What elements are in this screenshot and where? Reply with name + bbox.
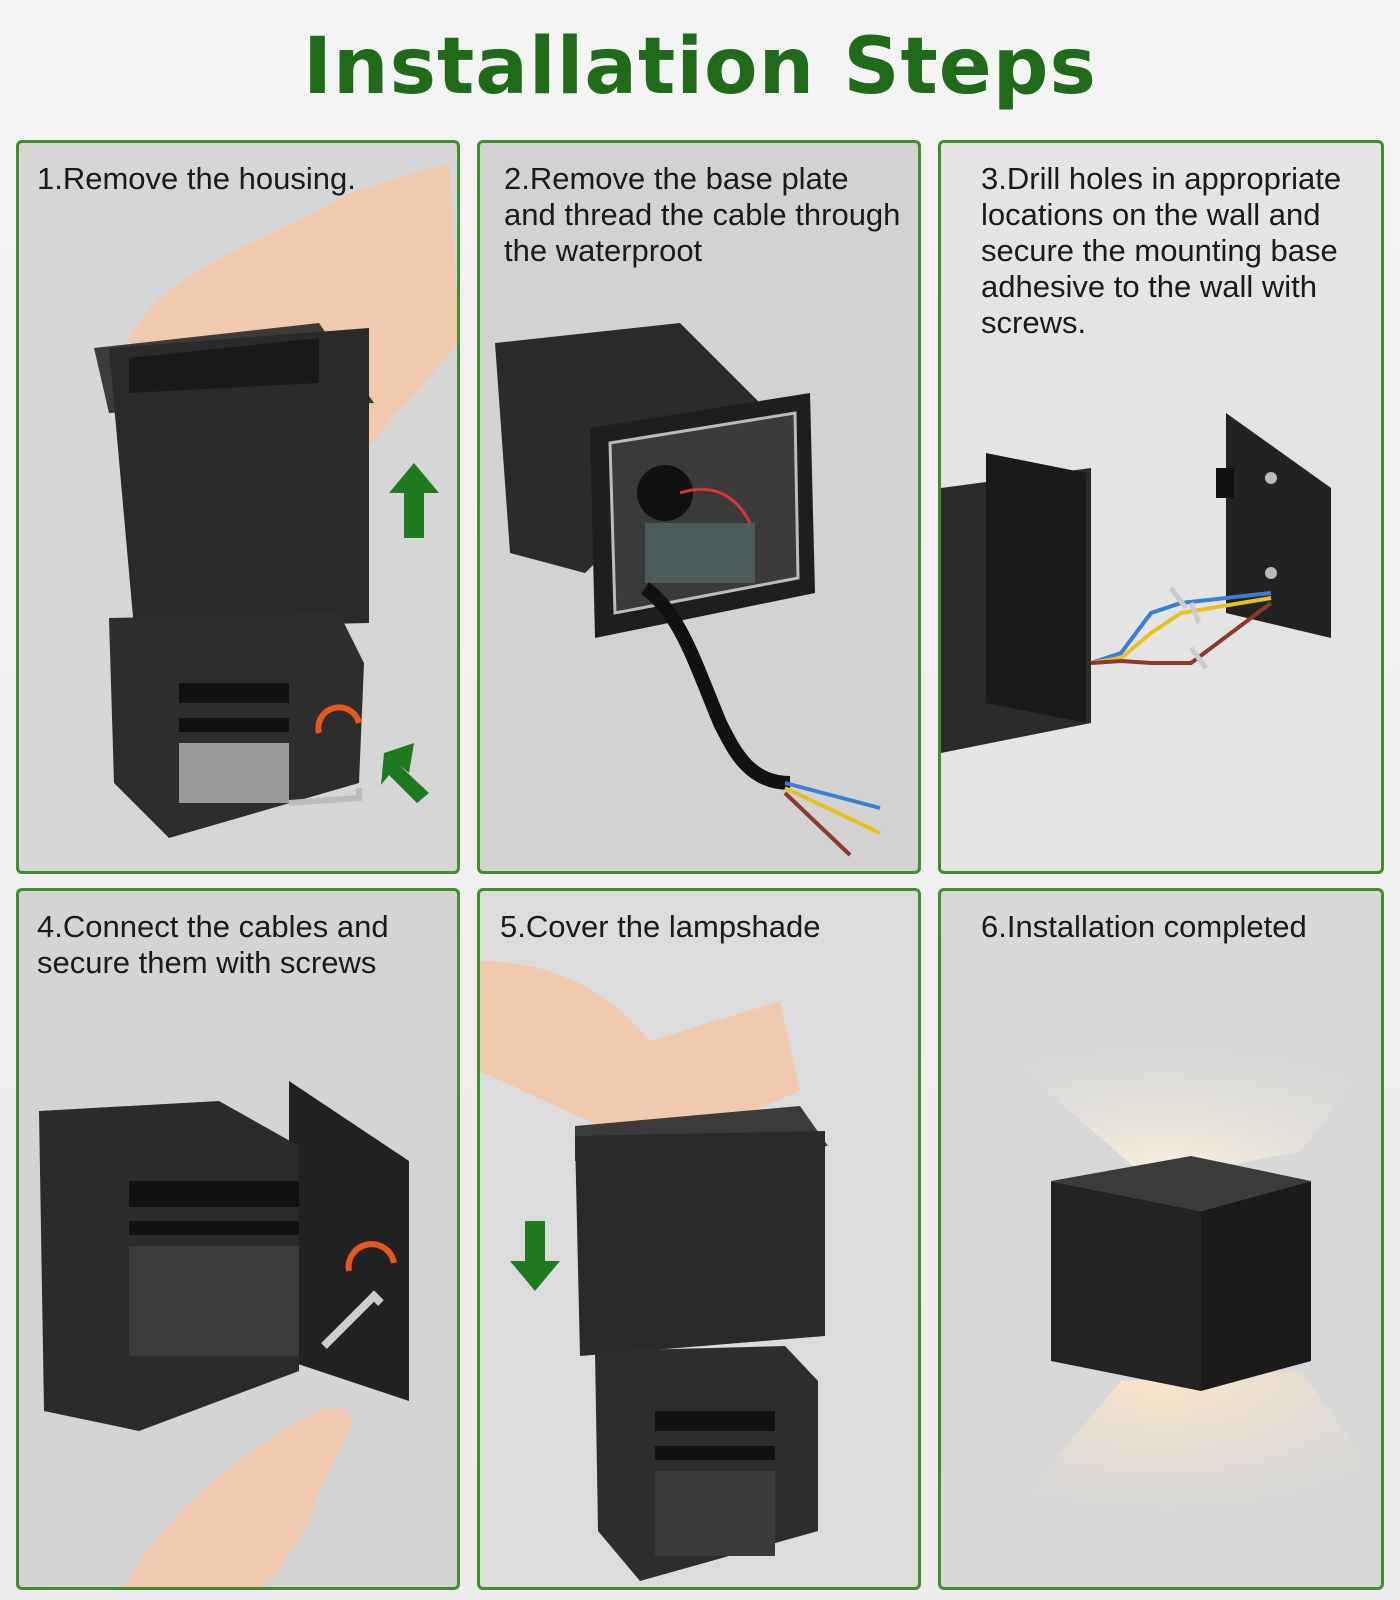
step-2-panel: 2.Remove the base plate and thread the c…: [477, 140, 921, 874]
step-5-panel: 5.Cover the lampshade: [477, 888, 921, 1590]
housing-icon: [109, 328, 369, 628]
brown-wire: [1090, 601, 1273, 665]
yellow-wire: [784, 786, 881, 835]
rotate-arrow-icon: [315, 704, 362, 734]
step-3-caption: 3.Drill holes in appropriate locations o…: [981, 161, 1342, 340]
step-6-panel: 6.Installation completed: [938, 888, 1384, 1590]
step-6-illustration: [941, 981, 1381, 1587]
step-6-caption: 6.Installation completed: [981, 909, 1307, 944]
step-4-illustration: [39, 1081, 409, 1587]
page-title: Installation Steps: [303, 22, 1097, 112]
step-1-illustration: [94, 163, 457, 838]
hand-icon: [480, 961, 800, 1152]
mounting-plate-icon: [1226, 413, 1331, 638]
allen-key-icon: [288, 788, 362, 806]
step-5-illustration: [480, 961, 828, 1581]
step-4-panel: 4.Connect the cables and secure them wit…: [16, 888, 460, 1590]
driver-box-icon: [645, 523, 755, 583]
step-1-caption: 1.Remove the housing.: [37, 161, 356, 196]
light-glow-bottom: [946, 1371, 1381, 1587]
lampshade-icon: [575, 1131, 825, 1356]
hand-icon: [129, 163, 457, 454]
up-arrow-icon: [389, 463, 439, 538]
allen-key-icon: [321, 1290, 384, 1349]
wire-connector-icon: [1169, 586, 1208, 670]
step-4-caption: 4.Connect the cables and secure them wit…: [37, 909, 389, 980]
step-3-illustration: [941, 413, 1331, 753]
light-glow-top: [941, 981, 1381, 1181]
step-1-panel: 1.Remove the housing.: [16, 140, 460, 874]
installed-lamp-icon: [1051, 1181, 1201, 1391]
step-2-illustration: [495, 323, 881, 857]
step-5-caption: 5.Cover the lampshade: [500, 909, 821, 944]
diagonal-arrow-icon: [381, 743, 429, 803]
brown-wire: [783, 791, 852, 857]
blue-wire: [784, 781, 881, 810]
step-3-panel: 3.Drill holes in appropriate locations o…: [938, 140, 1384, 874]
down-arrow-icon: [510, 1221, 560, 1291]
blue-wire: [1090, 591, 1272, 665]
step-2-caption: 2.Remove the base plate and thread the c…: [504, 161, 901, 268]
hand-icon: [122, 1407, 352, 1587]
cable-icon: [640, 582, 791, 790]
rotate-arrow-icon: [345, 1241, 397, 1272]
mounting-plate: [289, 1081, 409, 1401]
